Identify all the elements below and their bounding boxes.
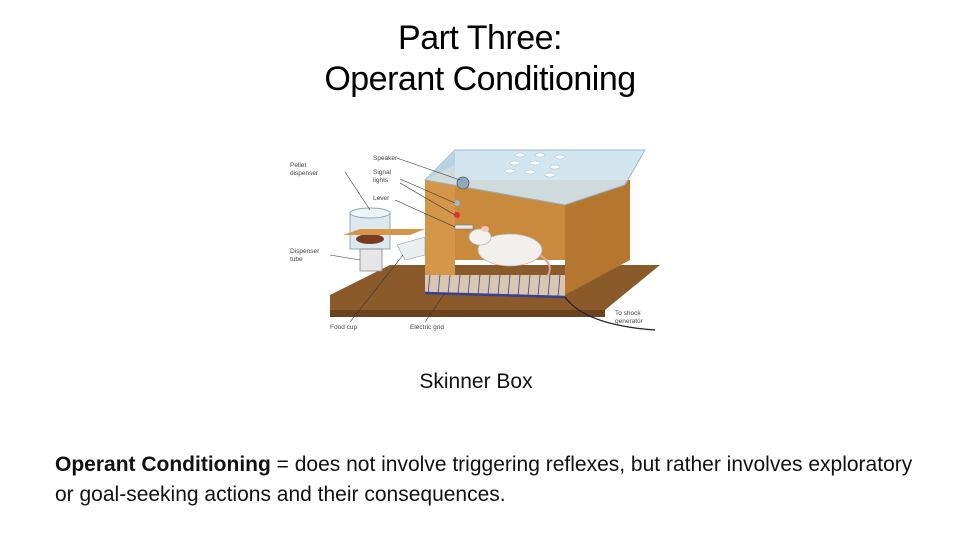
signal-light-1 <box>454 200 460 206</box>
label-pellet-dispenser-1: Pellet <box>290 162 306 169</box>
dispenser-tube <box>359 248 383 272</box>
title-line-2: Operant Conditioning <box>324 60 636 98</box>
label-shock-2: generator <box>615 318 644 325</box>
lever <box>454 224 474 230</box>
label-pellet-dispenser-2: dispenser <box>290 170 319 177</box>
figure-caption: Skinner Box <box>419 370 533 393</box>
skinner-box-illustration: Pellet dispenser Speaker Signal lights L… <box>290 149 660 331</box>
food-cup <box>396 236 426 261</box>
definition-text: = does not involve triggering reflexes, … <box>55 453 913 506</box>
label-dispenser-tube-1: Dispenser <box>290 248 320 255</box>
label-shock-1: To shock <box>615 310 641 317</box>
label-lever: Lever <box>373 195 390 202</box>
lever-panel <box>425 165 455 290</box>
speaker <box>456 176 470 190</box>
side-wall <box>565 180 630 295</box>
title-line-1: Part Three: <box>398 19 562 57</box>
label-signal-lights-2: lights <box>373 177 389 184</box>
label-food-cup: Food cup <box>330 324 357 331</box>
definition-term: Operant Conditioning <box>55 453 271 476</box>
signal-light-2 <box>454 212 460 218</box>
label-signal-lights-1: Signal <box>373 169 392 176</box>
label-speaker: Speaker <box>373 155 398 162</box>
label-dispenser-tube-2: tube <box>290 256 303 263</box>
rat-figure <box>468 226 551 278</box>
slide-title: Part Three: Operant Conditioning <box>0 18 960 100</box>
electric-grid <box>425 275 565 297</box>
definition-paragraph: Operant Conditioning = does not involve … <box>55 450 915 510</box>
label-electric-grid: Electric grid <box>410 324 444 331</box>
